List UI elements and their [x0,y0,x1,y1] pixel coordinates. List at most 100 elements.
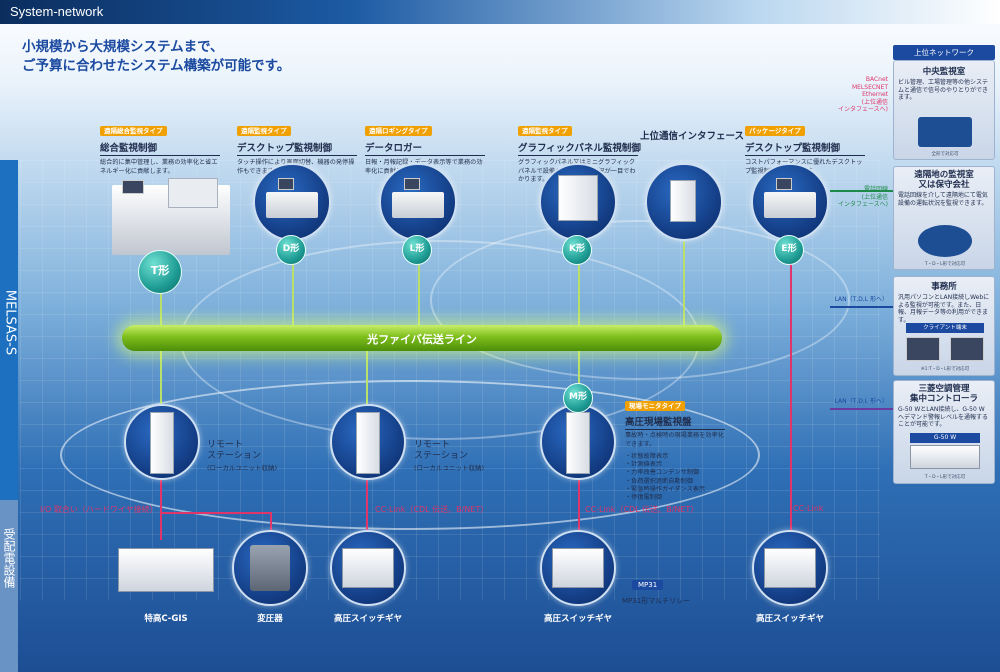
melsas-label: MELSAS-S [2,289,18,356]
remote-text-1: リモート ステーション (ローカルユニット収納) [207,440,277,472]
transformer-label: 変圧器 [257,614,283,624]
console-t-screen [122,180,144,194]
badge-e: E形 [774,235,804,265]
maintenance-image [918,225,972,257]
system-e-tag: パッケージタイプ [745,126,805,136]
maintenance-panel: 遠隔地の監視室 又は保守会社 電話回線を介して遠隔地にて電気設備の運転状況を監視… [893,166,995,270]
central-room-title: 中央監視室 [922,67,966,77]
system-t-text: 遠隔総合監視タイプ 総合監視制御 総合的に集中管理し、業務の効率化と省エネルギー… [100,118,220,176]
m-bullet: ・負荷選択遮断自動制御 [625,477,694,485]
system-d-tag: 遠隔監視タイプ [237,126,291,136]
hvac-panel: 三菱空調管理 集中コントローラ G-50 WとLAN接続し、G-50 Wへデマン… [893,380,995,484]
system-upper-name: 上位通信インタフェース [640,131,745,142]
g50w-image [910,445,980,469]
switchgear-image-2 [552,548,604,588]
system-d-text: 遠隔監視タイプ デスクトップ監視制御 タッチ操作により画面切替、機器の発停操作も… [237,118,357,176]
system-l-tag: 遠隔ロギングタイプ [365,126,432,136]
system-d-desc: タッチ操作により画面切替、機器の発停操作もできます。 [237,159,355,175]
headline-line-1: 小規模から大規模システムまで、 [22,39,224,55]
system-k-name: グラフィックパネル監視制御 [518,140,641,156]
lan-connector-1 [830,306,893,308]
pink-line-4 [578,480,580,540]
phone-line: (上位通信 [861,193,888,201]
badge-l: L形 [402,235,432,265]
m-bullet: ・力率改善コンデンサ制御 [625,469,700,477]
pink-line-5 [790,255,792,540]
pink-hline [160,512,272,514]
badge-d: D形 [276,235,306,265]
melsas-band [0,160,18,500]
c-gis-label: 特高C-GIS [144,614,188,624]
bacnet-line: (上位通信 [861,98,888,106]
fiber-optic-line [122,325,722,351]
central-room-desc: ビル管理、工場管理等の他システムと通信で信号のやりとりができます。 [898,79,989,101]
console-t-panel [168,178,218,208]
m-panel-tag: 現場モニタタイプ [625,401,685,411]
system-t-desc: 総合的に集中管理し、業務の効率化と省エネルギー化に貢献します。 [100,159,218,175]
cc-link-label-3: CC-Link [793,504,824,513]
remote-1-sub: (ローカルユニット収納) [207,464,278,472]
connector-m [578,350,580,390]
central-room-note: 全形で対応可 [931,152,959,157]
g50w-label: G-50 W [910,433,980,443]
central-room-image [918,117,972,147]
lan-label-2: LAN（T,D,L 形へ） [834,398,888,405]
maintenance-desc: 電話回線を介して遠隔地にて電気設備の運転状況を監視できます。 [898,192,988,207]
bacnet-line: インタフェースへ) [837,106,888,113]
maintenance-title-2: 又は保守会社 [918,180,970,190]
m-panel-bullets: ・状態故障表示 ・計測値表示 ・力率改善コンデンサ制御 ・負荷選択遮断自動制御 … [625,453,725,502]
power-label: 受配電設備 [2,528,16,588]
client-terminal-label: クライアント端末 [906,323,984,333]
remote-cabinet-2 [356,412,380,474]
pink-line-1 [160,480,162,540]
connector-d [292,255,294,330]
desk-l-image [392,192,444,218]
maintenance-title-1: 遠隔地の監視室 [914,170,974,180]
system-l-name: データロガー [365,140,485,156]
office-laptop-1 [906,337,940,361]
bacnet-line: BACnet [865,76,888,83]
switchgear-label-2: 高圧スイッチギヤ [543,614,612,624]
m-panel-desc: 事故時・点検時の現場業務を効率化できます。 [625,432,724,448]
switchgear-label-3: 高圧スイッチギヤ [755,614,824,624]
badge-m: M形 [563,383,593,413]
connector-l [418,255,420,330]
connector-remote-2 [366,350,368,410]
office-title: 事務所 [931,282,957,292]
bacnet-line: Ethernet [862,91,888,98]
office-desc: 汎用パソコンとLAN接続しWebによる監視が可能です。また、日報、月報データ等の… [898,294,990,324]
office-note: ※1:T・D・L形で対応可 [920,367,970,372]
m-bullet: ・停復電制御 [625,494,663,502]
m-bullet: ・緊急時操作ガイダンス表示 [625,485,706,493]
bacnet-line: MELSECNET [851,83,888,91]
upper-network-title: 上位ネットワーク [893,45,995,60]
connector-k [578,255,580,330]
pink-line-3 [366,480,368,540]
system-e-name: デスクトップ監視制御 [745,140,865,156]
desk-e-screen [776,178,792,190]
remote-cabinet-1 [150,412,174,474]
desk-d-screen [278,178,294,190]
connector-upper [683,240,685,330]
headline: 小規模から大規模システムまで、 ご予算に合わせたシステム構築が可能です。 [22,38,342,76]
badge-k: K形 [562,235,592,265]
system-d-name: デスクトップ監視制御 [237,140,357,156]
hvac-title: 三菱空調管理 集中コントローラ [894,384,994,404]
phone-line: 電話回線 [830,186,888,194]
graphic-panel-image [558,175,598,221]
switchgear-image-1 [342,548,394,588]
c-gis-image [118,548,214,592]
system-t-tag: 遠隔総合監視タイプ [100,126,167,136]
interface-cabinet-image [670,180,696,222]
hvac-note: T・D・L形で対応可 [924,475,966,480]
power-band [0,500,18,672]
hvac-desc: G-50 WとLAN接続し、G-50 Wへデマンド警報レベルを通報することが可能… [898,406,989,428]
desk-e-image [764,192,816,218]
lan-label-1: LAN（T,D,L 形へ） [834,296,888,303]
pink-line-2 [270,512,272,540]
maintenance-title: 遠隔地の監視室 又は保守会社 [894,170,994,190]
decor-ellipse-3 [430,220,850,380]
phone-line: インタフェースへ) [837,201,888,208]
system-t-name: 総合監視制御 [100,140,220,156]
desk-l-screen [404,178,420,190]
